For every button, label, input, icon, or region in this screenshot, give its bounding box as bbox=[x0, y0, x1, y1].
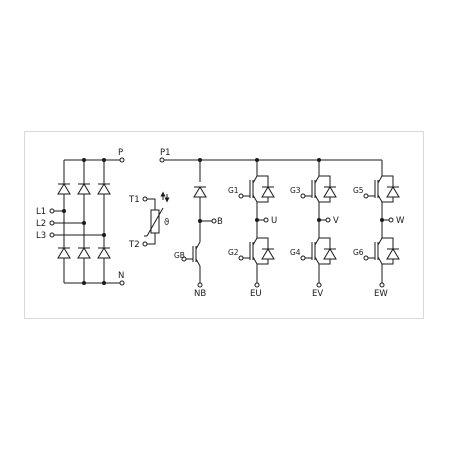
label-b: B bbox=[217, 217, 223, 227]
terminal-b bbox=[211, 218, 217, 224]
label-g5: G5 bbox=[353, 186, 364, 195]
freewheel-diode-icon bbox=[257, 175, 275, 203]
phase-v-leg: G3 V G4 EV bbox=[290, 160, 339, 299]
terminal-t2 bbox=[142, 241, 148, 247]
inverter: P1 B GB NB bbox=[159, 148, 405, 299]
terminal-g5 bbox=[363, 193, 369, 199]
freewheel-diode-icon bbox=[382, 237, 400, 265]
label-ew: EW bbox=[374, 289, 388, 299]
label-ev: EV bbox=[312, 289, 323, 299]
diode-icon bbox=[77, 247, 91, 259]
terminal-g1 bbox=[238, 193, 244, 199]
terminal-v bbox=[325, 217, 331, 223]
diagram-frame bbox=[24, 131, 424, 319]
igbt-icon bbox=[243, 175, 258, 203]
label-g2: G2 bbox=[228, 248, 239, 257]
label-nb: NB bbox=[194, 289, 206, 299]
label-p1: P1 bbox=[160, 148, 171, 158]
freewheel-diode-icon bbox=[382, 175, 400, 203]
terminal-t1 bbox=[142, 196, 148, 202]
igbt-icon bbox=[305, 237, 320, 265]
diode-icon bbox=[97, 247, 111, 259]
terminal-n bbox=[119, 280, 125, 286]
label-l3: L3 bbox=[36, 231, 46, 241]
rectifier-bridge: P N L1 L2 L3 bbox=[36, 148, 125, 286]
freewheel-diode-icon bbox=[319, 237, 337, 265]
label-gb: GB bbox=[174, 251, 185, 260]
label-g4: G4 bbox=[290, 248, 301, 257]
terminal-gb bbox=[181, 256, 187, 262]
terminal-g2 bbox=[238, 255, 244, 261]
igbt-icon bbox=[186, 241, 201, 283]
label-p: P bbox=[118, 148, 123, 158]
terminal-p bbox=[119, 157, 125, 163]
terminal-g3 bbox=[300, 193, 306, 199]
label-theta: ϑ bbox=[164, 218, 169, 228]
label-g1: G1 bbox=[228, 186, 239, 195]
freewheel-diode-icon bbox=[257, 237, 275, 265]
label-t2: T2 bbox=[128, 240, 140, 250]
diode-icon bbox=[193, 186, 207, 198]
terminal-g6 bbox=[363, 255, 369, 261]
diode-icon bbox=[77, 183, 91, 195]
label-l2: L2 bbox=[36, 219, 46, 229]
label-t1: T1 bbox=[128, 195, 140, 205]
terminal-ew bbox=[379, 282, 385, 288]
label-g6: G6 bbox=[353, 248, 364, 257]
diode-icon bbox=[57, 247, 71, 259]
terminal-p1 bbox=[159, 157, 165, 163]
igbt-icon bbox=[368, 237, 383, 265]
freewheel-diode-icon bbox=[319, 175, 337, 203]
label-l1: L1 bbox=[36, 207, 46, 217]
igbt-icon bbox=[368, 175, 383, 203]
terminal-w bbox=[388, 217, 394, 223]
label-u: U bbox=[271, 216, 277, 226]
label-v: V bbox=[333, 216, 339, 226]
label-g3: G3 bbox=[290, 186, 301, 195]
brake-chopper: B GB NB bbox=[174, 160, 223, 299]
phase-w-leg: G5 W G6 EW bbox=[353, 160, 405, 299]
thermistor: T1 T2 ϑ bbox=[128, 191, 170, 250]
igbt-icon bbox=[243, 237, 258, 265]
diode-icon bbox=[57, 183, 71, 195]
terminal-g4 bbox=[300, 255, 306, 261]
label-w: W bbox=[396, 216, 405, 226]
terminal-eu bbox=[254, 282, 260, 288]
phase-u-leg: G1 U G2 bbox=[228, 160, 277, 299]
terminal-l1 bbox=[49, 208, 55, 214]
label-n: N bbox=[118, 271, 124, 281]
terminal-u bbox=[263, 217, 269, 223]
diode-icon bbox=[97, 183, 111, 195]
terminal-ev bbox=[316, 282, 322, 288]
igbt-icon bbox=[305, 175, 320, 203]
terminal-nb bbox=[197, 282, 203, 288]
label-eu: EU bbox=[250, 289, 262, 299]
terminal-l3 bbox=[49, 232, 55, 238]
terminal-l2 bbox=[49, 220, 55, 226]
